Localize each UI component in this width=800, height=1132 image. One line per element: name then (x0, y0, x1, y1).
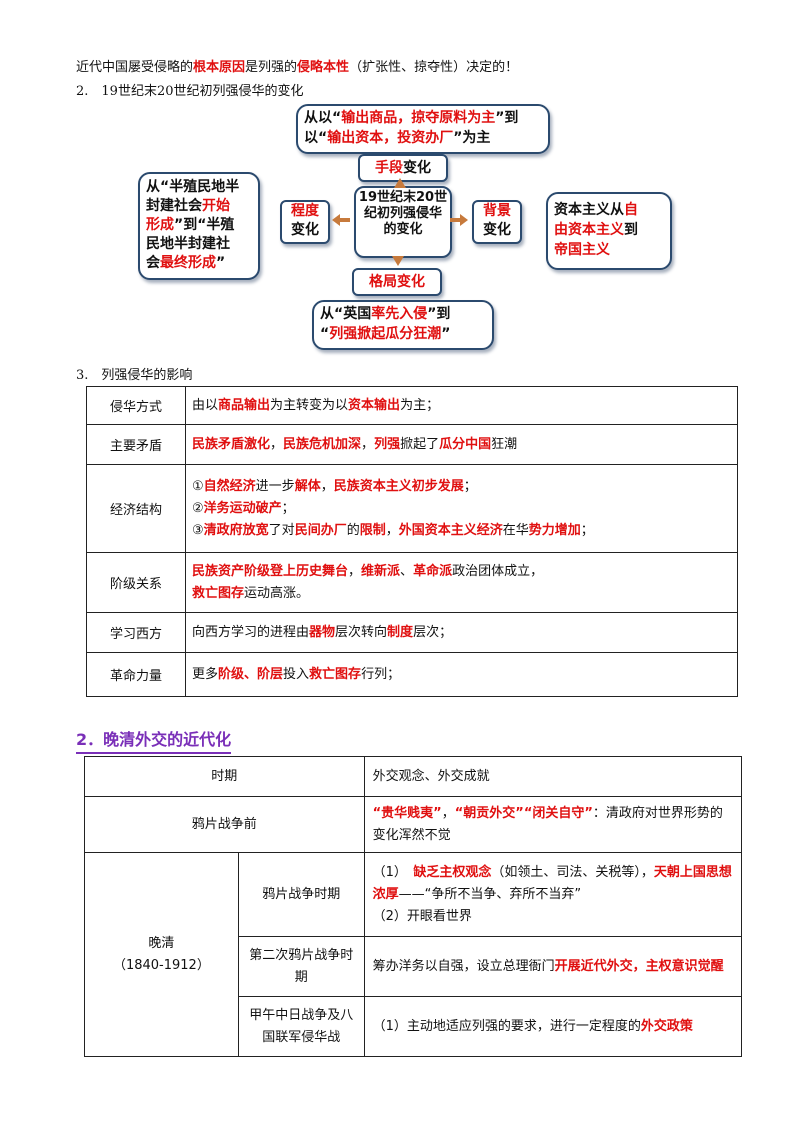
center-box: 19世纪末20世纪初列强侵华的变化 (354, 186, 452, 258)
impact-table: 侵华方式 由以商品输出为主转变为以资本输出为主； 主要矛盾 民族矛盾激化，民族危… (86, 386, 738, 697)
top-label: 手段变化 (358, 154, 448, 182)
arrow-up-icon (394, 178, 406, 188)
bottom-box: 从“英国率先入侵”到 “列强掀起瓜分狂潮” (312, 300, 494, 350)
table-row: 学习西方 向西方学习的进程由器物层次转向制度层次； (86, 612, 738, 653)
table-row: 晚清（1840-1912） 鸦片战争时期 （1） 缺乏主权观念（如领土、司法、关… (84, 852, 743, 1057)
left-box: 从“半殖民地半 封建社会开始 形成”到“半殖 民地半封建社 会最终形成” (138, 172, 260, 280)
left-label: 程度变化 (280, 200, 330, 244)
table-row: 鸦片战争前 “贵华贱夷”，“朝贡外交”“闭关自守”：清政府对世界形势的变化浑然不… (84, 796, 743, 853)
section-title: 2．晚清外交的近代化 (76, 726, 232, 754)
table-row: 革命力量 更多阶级、阶层投入救亡图存行列； (86, 652, 738, 697)
arrow-right-icon (450, 214, 468, 226)
table-row: 第二次鸦片战争时期 筹办洋务以自强，设立总理衙门开展近代外交，主权意识觉醒 (85, 936, 743, 997)
right-label: 背景变化 (472, 200, 522, 244)
table-row: 主要矛盾 民族矛盾激化，民族危机加深，列强掀起了瓜分中国狂潮 (86, 424, 738, 465)
diplomacy-table: 时期 外交观念、外交成就 鸦片战争前 “贵华贱夷”，“朝贡外交”“闭关自守”：清… (84, 756, 743, 1057)
table-row: 阶级关系 民族资产阶级登上历史舞台，维新派、革命派政治团体成立， 救亡图存运动高… (86, 552, 738, 613)
arrow-left-icon (332, 214, 350, 226)
heading-impact: 3. 列强侵华的影响 (76, 368, 193, 383)
heading-changes: 2. 19世纪末20世纪初列强侵华的变化 (76, 84, 304, 99)
right-box: 资本主义从自 由资本主义到 帝国主义 (546, 192, 672, 270)
table-row: 时期 外交观念、外交成就 (84, 756, 743, 797)
arrow-down-icon (392, 256, 404, 266)
top-box: 从以“输出商品，掠夺原料为主”到 以“输出资本，投资办厂”为主 (296, 104, 550, 154)
intro-line: 近代中国屡受侵略的根本原因是列强的侵略本性（扩张性、掠夺性）决定的！ (76, 60, 519, 75)
table-row: 侵华方式 由以商品输出为主转变为以资本输出为主； (86, 386, 738, 425)
table-row: 甲午中日战争及八国联军侵华战 （1）主动地适应列强的要求，进行一定程度的外交政策 (85, 996, 743, 1057)
table-row: 经济结构 ①自然经济进一步解体，民族资本主义初步发展； ②洋务运动破产； ③清政… (86, 464, 738, 553)
bottom-label: 格局变化 (352, 268, 442, 296)
